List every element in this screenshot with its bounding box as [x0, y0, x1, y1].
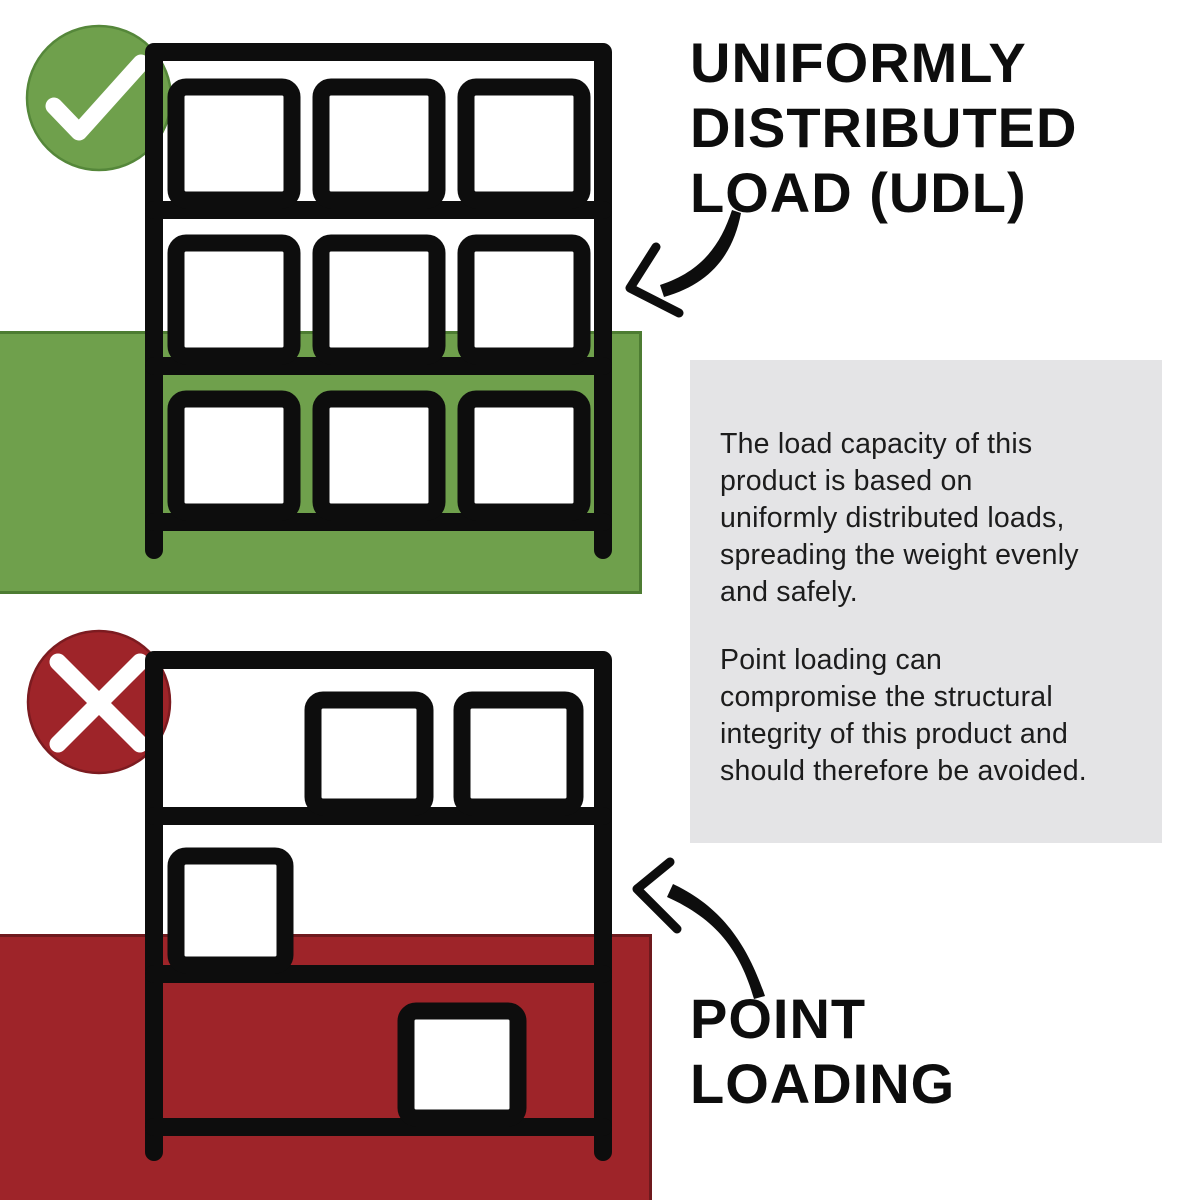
- udl-heading-line: LOAD (UDL): [690, 161, 1027, 224]
- shelf-beams: [145, 201, 612, 531]
- arrow-swoosh: [667, 884, 765, 999]
- load-box: [167, 390, 301, 521]
- load-box: [457, 234, 591, 365]
- load-box: [312, 234, 446, 365]
- info-paragraph-point: Point loading can compromise the structu…: [720, 642, 1140, 790]
- check-mark: [45, 54, 150, 141]
- info-line: and safely.: [720, 576, 858, 608]
- load-box: [397, 1002, 527, 1127]
- info-line: compromise the structural: [720, 681, 1053, 713]
- info-line: uniformly distributed loads,: [720, 502, 1065, 534]
- udl-heading-line: UNIFORMLY: [690, 31, 1027, 94]
- info-line: spreading the weight evenly: [720, 539, 1079, 571]
- load-box: [457, 390, 591, 521]
- arrow-head: [625, 242, 684, 318]
- info-line: should therefore be avoided.: [720, 755, 1087, 787]
- info-line: Point loading can: [720, 644, 943, 676]
- point-heading: POINT LOADING: [690, 986, 955, 1116]
- load-box: [457, 78, 591, 209]
- load-box: [312, 390, 446, 521]
- load-box: [167, 847, 294, 974]
- udl-heading: UNIFORMLY DISTRIBUTED LOAD (UDL): [690, 30, 1077, 225]
- cross-mark: [49, 653, 149, 753]
- shelf-frame: [145, 43, 612, 559]
- load-box: [453, 691, 584, 816]
- arrow-head: [632, 857, 682, 934]
- cross-icon: [26, 629, 172, 775]
- point-arrow-icon: [632, 857, 765, 999]
- info-paragraph-udl: The load capacity of this product is bas…: [720, 426, 1140, 611]
- load-box: [167, 78, 301, 209]
- info-line: product is based on: [720, 465, 973, 497]
- check-icon: [25, 24, 173, 172]
- arrow-swoosh: [660, 210, 741, 297]
- shelf-beams: [145, 807, 612, 1136]
- shelf-frame: [145, 651, 612, 1161]
- udl-heading-line: DISTRIBUTED: [690, 96, 1078, 159]
- load-box: [167, 234, 301, 365]
- load-box: [304, 691, 434, 816]
- info-line: integrity of this product and: [720, 718, 1068, 750]
- point-heading-line: POINT: [690, 987, 867, 1050]
- point-heading-line: LOADING: [690, 1052, 956, 1115]
- load-box: [312, 78, 446, 209]
- info-line: The load capacity of this: [720, 428, 1033, 460]
- info-panel: The load capacity of this product is bas…: [690, 360, 1162, 843]
- udl-shelf-illustration: [145, 43, 612, 559]
- udl-arrow-icon: [625, 210, 741, 318]
- point-load-shelf-illustration: [145, 651, 612, 1161]
